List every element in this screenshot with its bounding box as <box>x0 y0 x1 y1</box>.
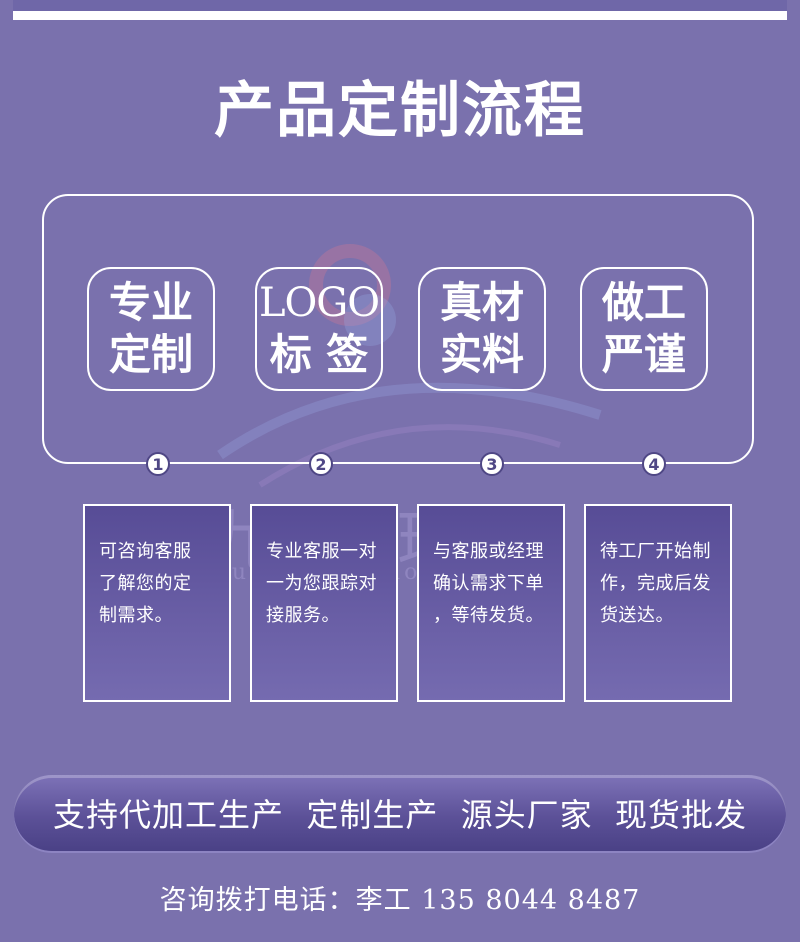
step-text-line: ，等待发货。 <box>433 605 544 626</box>
step-text-line: 制需求。 <box>99 605 173 626</box>
step-text-line: 一为您跟踪对 <box>266 573 377 594</box>
feature-line-1: 真材 <box>439 278 524 327</box>
step-text-line: 专业客服一对 <box>266 541 377 562</box>
step-text-line: 与客服或经理 <box>433 541 544 562</box>
step-text-line: 了解您的定 <box>99 573 192 594</box>
feature-line-2: 标 签 <box>269 330 369 379</box>
feature-line-1: 做工 <box>601 278 686 327</box>
step-text-line: 接服务。 <box>266 605 340 626</box>
feature-workmanship: 做工 严谨 <box>580 267 708 391</box>
contact-phone: 咨询拨打电话：李工 135 8044 8487 <box>159 885 641 916</box>
step-number-badge: 2 <box>309 452 333 476</box>
step-text-line: 可咨询客服 <box>99 541 192 562</box>
feature-line-2: 定制 <box>108 330 193 379</box>
feature-line-2: 严谨 <box>601 330 686 379</box>
feature-line-2: 实料 <box>439 330 524 379</box>
feature-logo-label: LOGO 标 签 <box>255 267 383 391</box>
page-title: 产品定制流程 <box>214 76 586 146</box>
step-number-badge: 1 <box>146 452 170 476</box>
step-text-line: 确认需求下单 <box>433 573 544 594</box>
step-card-4: 待工厂开始制 作，完成后发 货送达。 <box>584 504 732 702</box>
feature-genuine-material: 真材 实料 <box>418 267 546 391</box>
feature-custom: 专业 定制 <box>87 267 215 391</box>
feature-frame <box>42 194 754 464</box>
feature-line-1: 专业 <box>108 278 193 327</box>
step-card-1: 可咨询客服 了解您的定 制需求。 <box>83 504 231 702</box>
step-text-line: 待工厂开始制 <box>600 541 711 562</box>
feature-line-1: LOGO <box>258 280 380 326</box>
step-card-2: 专业客服一对 一为您跟踪对 接服务。 <box>250 504 398 702</box>
top-border-inner <box>13 0 787 11</box>
services-banner: 支持代加工生产 定制生产 源头厂家 现货批发 <box>14 775 786 851</box>
step-card-3: 与客服或经理 确认需求下单 ，等待发货。 <box>417 504 565 702</box>
step-number-badge: 4 <box>642 452 666 476</box>
step-number-badge: 3 <box>480 452 504 476</box>
step-text-line: 货送达。 <box>600 605 674 626</box>
step-text-line: 作，完成后发 <box>600 573 711 594</box>
